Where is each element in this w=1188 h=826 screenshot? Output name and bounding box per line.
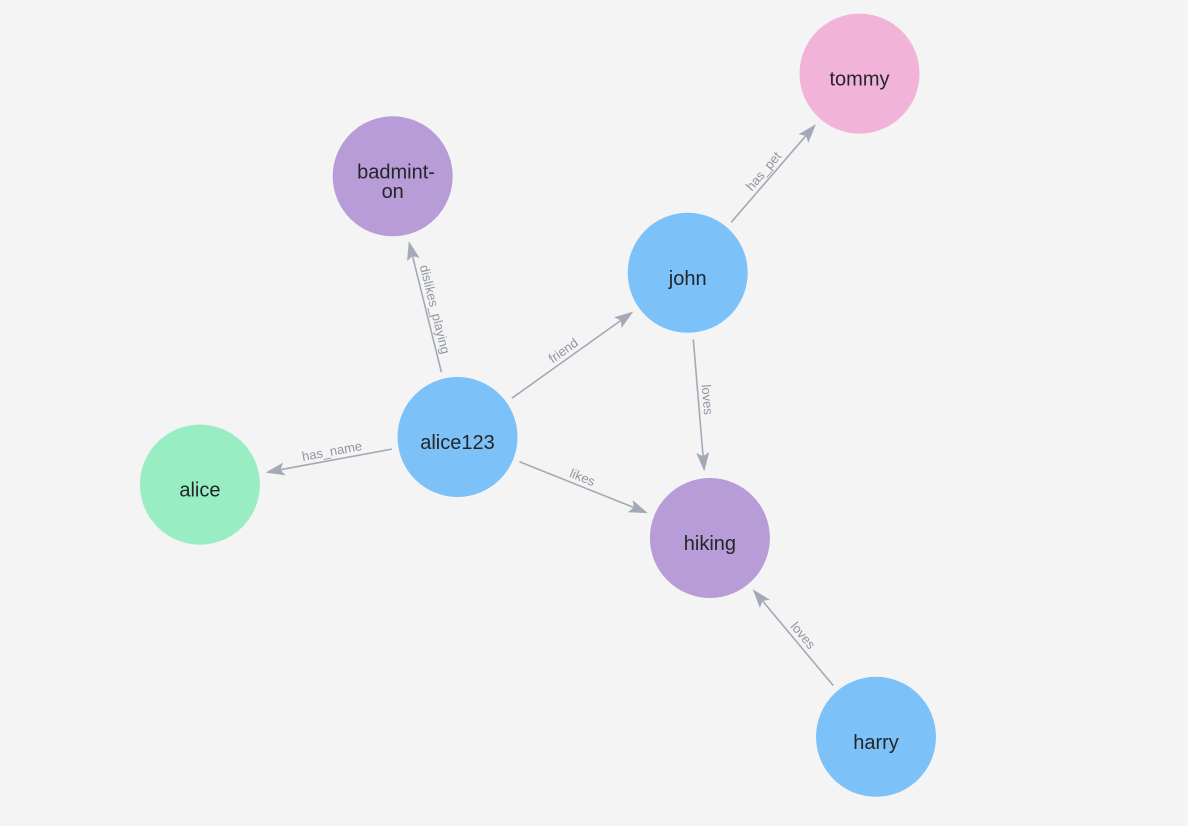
svg-text:badmint-: badmint-: [357, 161, 435, 183]
svg-text:alice123: alice123: [420, 432, 495, 454]
svg-text:alice: alice: [179, 480, 220, 502]
svg-text:harry: harry: [853, 732, 899, 754]
svg-text:loves: loves: [699, 384, 717, 416]
svg-text:on: on: [382, 181, 404, 203]
svg-text:hiking: hiking: [684, 533, 736, 555]
svg-text:john: john: [668, 268, 707, 290]
svg-text:tommy: tommy: [830, 69, 890, 91]
